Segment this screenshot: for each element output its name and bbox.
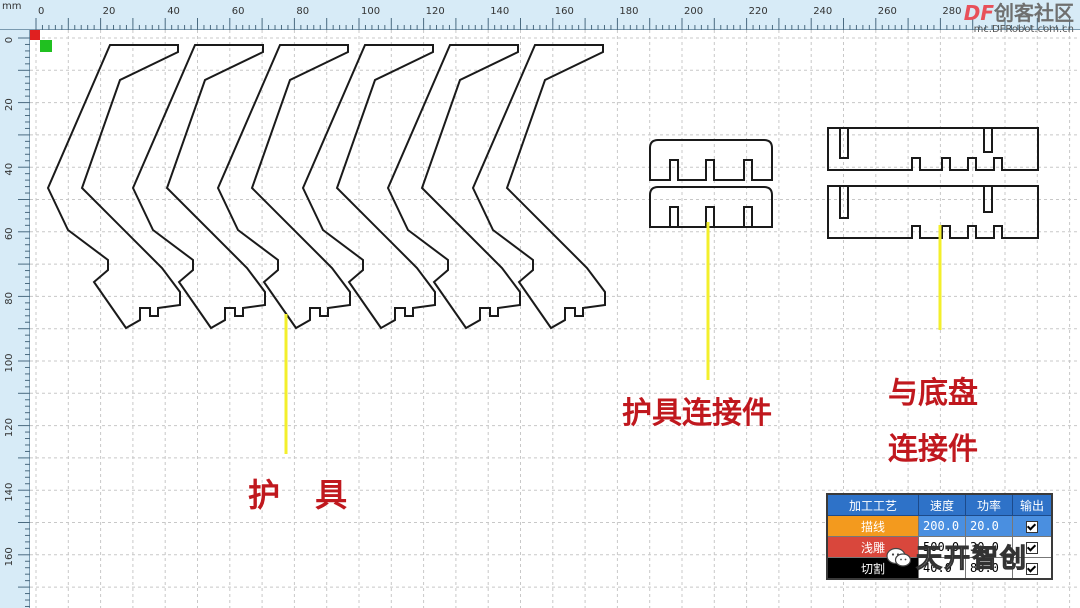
left-ruler-label: 40 (4, 163, 15, 176)
wechat-account-name: 天开智创 (915, 544, 1029, 575)
top-ruler-label: 60 (232, 6, 245, 17)
power-cell[interactable]: 30.0 (965, 536, 1013, 558)
top-ruler-label: 200 (684, 6, 703, 17)
origin-marker-red (30, 30, 40, 40)
output-checkbox[interactable] (1026, 541, 1038, 554)
base-part-top (827, 127, 1039, 171)
top-ruler-label: 180 (619, 6, 638, 17)
ruler-unit-label: mm (2, 1, 22, 12)
speed-cell[interactable]: 40.0 (918, 557, 966, 580)
watermark-url: mc.DFRobot.com.cn (973, 24, 1074, 35)
header-process[interactable]: 加工工艺 (826, 493, 919, 516)
process-name-cell[interactable]: 描线 (826, 515, 919, 537)
speed-cell[interactable]: 200.0 (918, 515, 966, 537)
process-name: 描线 (860, 519, 885, 534)
process-row-trace[interactable]: 描线 200.0 20.0 (826, 515, 1053, 537)
guard-parts (46, 44, 606, 330)
left-ruler-label: 0 (4, 37, 15, 43)
header-speed[interactable]: 速度 (918, 493, 966, 516)
guard-part (131, 44, 266, 330)
output-checkbox[interactable] (1026, 562, 1038, 575)
top-ruler-label: 280 (942, 6, 961, 17)
left-ruler-label: 140 (4, 483, 15, 502)
left-ruler-label: 120 (4, 418, 15, 437)
wechat-icon (886, 547, 912, 567)
top-ruler-label: 80 (296, 6, 309, 17)
connector-part-bottom (649, 186, 773, 228)
speed-cell[interactable]: 500.0 (918, 536, 966, 558)
wechat-watermark: 天开智创 (886, 538, 1028, 575)
guard-part (471, 44, 606, 330)
top-ruler-label: 40 (167, 6, 180, 17)
guard-part (301, 44, 436, 330)
process-table-header: 加工工艺 速度 功率 输出 (826, 493, 1053, 516)
watermark-logo-df: DF (963, 1, 994, 25)
connector-part-top (649, 139, 773, 181)
origin-marker-green (40, 40, 52, 52)
output-cell[interactable] (1012, 515, 1053, 537)
process-name: 切割 (860, 561, 885, 576)
left-ruler-label: 60 (4, 227, 15, 240)
process-table: 加工工艺 速度 功率 输出 描线 200.0 20.0 浅雕 500.0 30.… (826, 493, 1053, 580)
top-ruler[interactable]: 0 20 40 60 80 100 120 140 160 180 200 220 240 260 280 (0, 0, 1080, 30)
power-cell[interactable]: 80.0 (965, 557, 1013, 580)
label-base-connector-line2: 连接件 (888, 432, 978, 467)
label-base-connector-line1: 与底盘 (888, 376, 978, 411)
header-power[interactable]: 功率 (965, 493, 1013, 516)
top-ruler-label: 220 (749, 6, 768, 17)
guard-part (216, 44, 351, 330)
top-ruler-label: 160 (555, 6, 574, 17)
watermark-logo-cn: 创客社区 (994, 1, 1074, 25)
top-ruler-label: 260 (878, 6, 897, 17)
guard-part (46, 44, 181, 330)
label-guard-connector: 护具连接件 (622, 396, 772, 431)
left-ruler[interactable]: 0 20 40 60 80 100 120 140 160 (0, 30, 30, 608)
base-part-bottom (827, 185, 1039, 239)
top-ruler-label: 140 (490, 6, 509, 17)
top-ruler-label: 240 (813, 6, 832, 17)
top-ruler-label: 120 (426, 6, 445, 17)
left-ruler-label: 20 (4, 98, 15, 111)
label-guard: 护 具 (248, 476, 360, 514)
drawing-surface[interactable] (30, 30, 1080, 608)
top-ruler-label: 100 (361, 6, 380, 17)
power-cell[interactable]: 20.0 (965, 515, 1013, 537)
watermark: DF创客社区 mc.DFRobot.com.cn (964, 2, 1074, 35)
process-name: 浅雕 (860, 540, 885, 555)
canvas-grid (30, 30, 1080, 608)
top-ruler-label: 20 (103, 6, 116, 17)
output-cell[interactable] (1012, 557, 1053, 580)
output-checkbox[interactable] (1026, 520, 1038, 533)
top-ruler-label: 0 (38, 6, 44, 17)
guard-part (386, 44, 521, 330)
output-cell[interactable] (1012, 536, 1053, 558)
base-connector-parts (827, 127, 1039, 239)
header-output[interactable]: 输出 (1012, 493, 1053, 516)
guard-connector-parts (649, 139, 773, 228)
watermark-logo: DF创客社区 (964, 2, 1074, 24)
left-ruler-label: 80 (4, 292, 15, 305)
left-ruler-label: 100 (4, 353, 15, 372)
left-ruler-label: 160 (4, 547, 15, 566)
